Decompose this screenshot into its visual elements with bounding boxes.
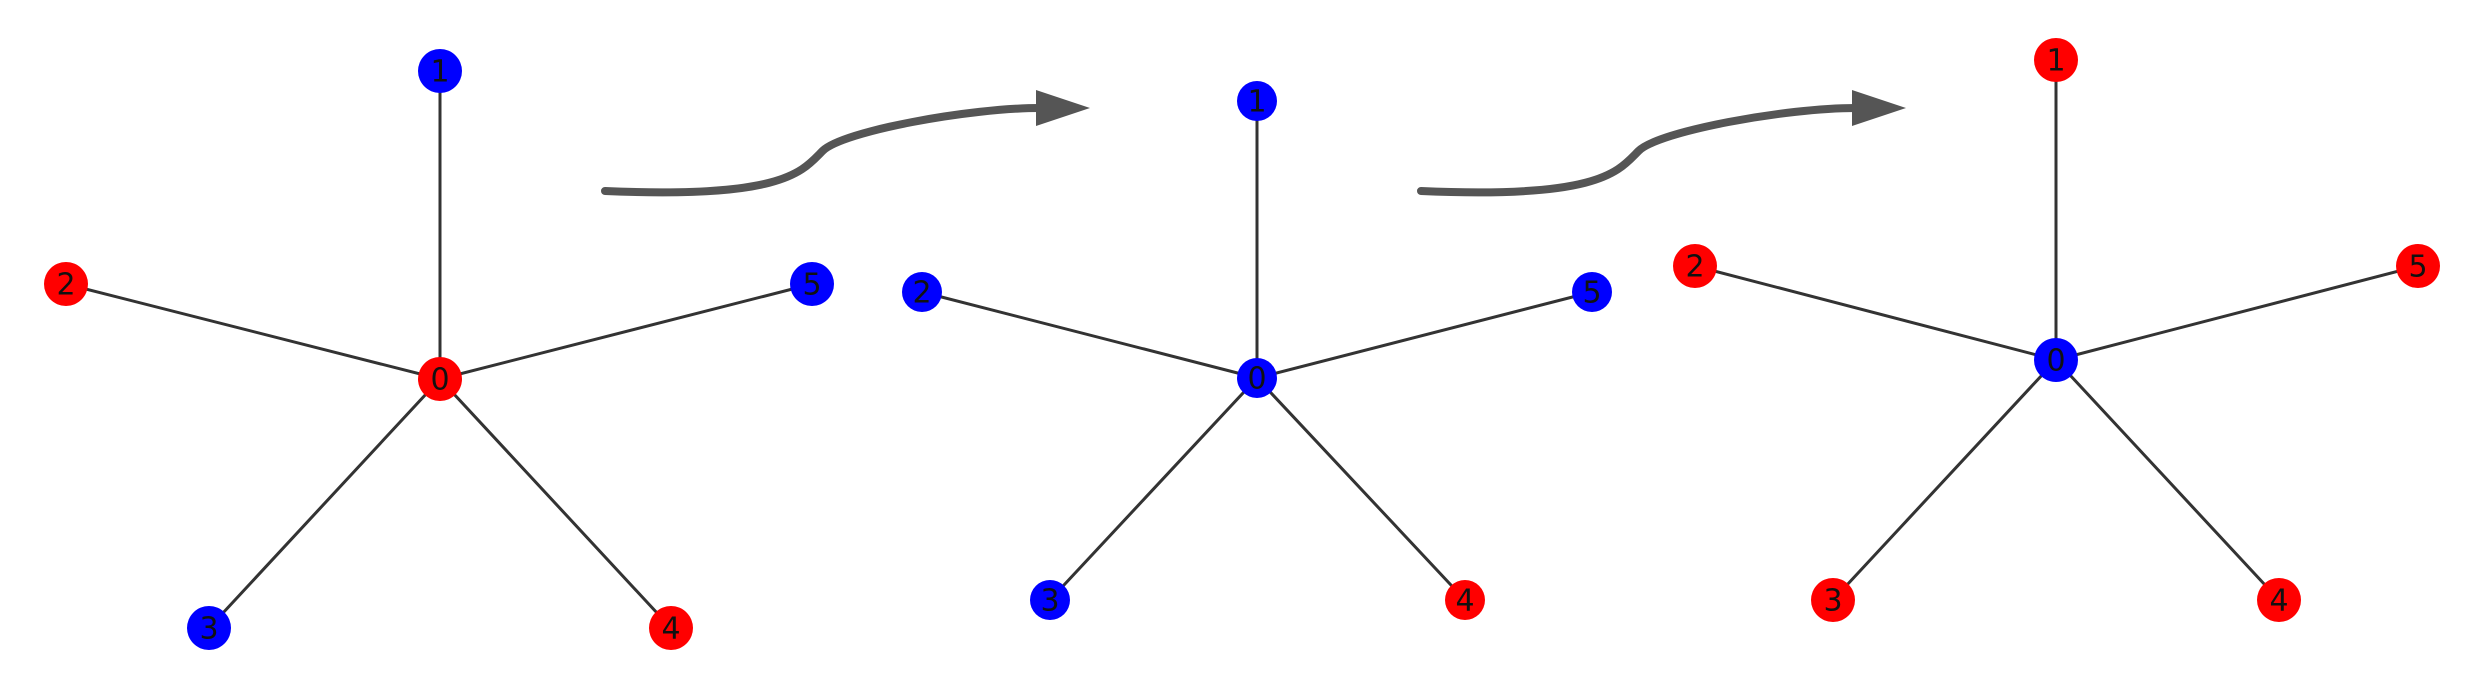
node-0: 0 [418,357,462,401]
edge-0-5 [2054,264,2420,362]
node-circle [187,606,231,650]
arrow-head-icon [1036,90,1090,126]
transition-arrow-2 [1417,90,1906,197]
node-label: 2 [1685,250,1704,285]
transition-arrow-1 [601,90,1090,197]
node-2: 2 [1673,244,1717,288]
node-circle [418,49,462,93]
arrow-shaft [601,104,1044,197]
graph-1: 0 1 2 3 4 5 [44,49,834,650]
transition-arrows [601,90,1906,197]
edge-0-3 [1048,376,1259,602]
graph-3: 0 1 2 3 4 5 [1673,38,2440,622]
node-label: 0 [2046,344,2065,379]
node-circle [1445,580,1485,620]
node-circle [2034,338,2078,382]
node-circle [1811,578,1855,622]
edge-0-3 [207,377,442,630]
graph-2: 0 1 2 3 4 5 [902,81,1612,620]
node-circle [2396,244,2440,288]
edge-0-4 [438,377,673,630]
edge-0-4 [1255,376,1467,602]
node-2: 2 [44,262,88,306]
node-circle [1237,81,1277,121]
node-circle [2034,38,2078,82]
node-label: 3 [1040,584,1059,619]
node-circle [790,262,834,306]
node-4: 4 [1445,580,1485,620]
node-label: 1 [2046,44,2065,79]
node-circle [418,357,462,401]
node-circle [1673,244,1717,288]
node-label: 2 [56,268,75,303]
arrow-shaft [1417,104,1860,197]
node-0: 0 [1237,358,1277,398]
edge-0-5 [1255,290,1594,380]
node-0: 0 [2034,338,2078,382]
node-label: 3 [1823,584,1842,619]
node-label: 5 [1582,276,1601,311]
node-5: 5 [2396,244,2440,288]
node-4: 4 [649,606,693,650]
node-2: 2 [902,272,942,312]
node-label: 5 [802,268,821,303]
node-label: 2 [912,276,931,311]
edge-0-4 [2054,358,2281,602]
edge-0-2 [1693,264,2058,362]
node-circle [902,272,942,312]
node-label: 3 [199,612,218,647]
node-circle [1030,580,1070,620]
edge-0-2 [920,290,1259,380]
node-5: 5 [790,262,834,306]
node-3: 3 [187,606,231,650]
node-circle [2257,578,2301,622]
node-4: 4 [2257,578,2301,622]
node-circle [1237,358,1277,398]
node-3: 3 [1030,580,1070,620]
edge-0-3 [1831,358,2058,602]
node-circle [44,262,88,306]
node-circle [1572,272,1612,312]
edge-0-2 [64,282,442,381]
node-1: 1 [418,49,462,93]
graphs: 0 1 2 3 4 5 0 1 2 3 4 5 0 1 2 3 4 5 [44,38,2440,650]
node-3: 3 [1811,578,1855,622]
node-label: 1 [430,55,449,90]
arrow-head-icon [1852,90,1906,126]
node-circle [649,606,693,650]
node-label: 5 [2408,250,2427,285]
node-5: 5 [1572,272,1612,312]
node-label: 4 [661,612,680,647]
node-label: 4 [2269,584,2288,619]
node-label: 4 [1455,584,1474,619]
node-label: 0 [430,363,449,398]
node-1: 1 [2034,38,2078,82]
edge-0-5 [438,282,814,381]
node-label: 1 [1247,85,1266,120]
node-label: 0 [1247,362,1266,397]
node-1: 1 [1237,81,1277,121]
